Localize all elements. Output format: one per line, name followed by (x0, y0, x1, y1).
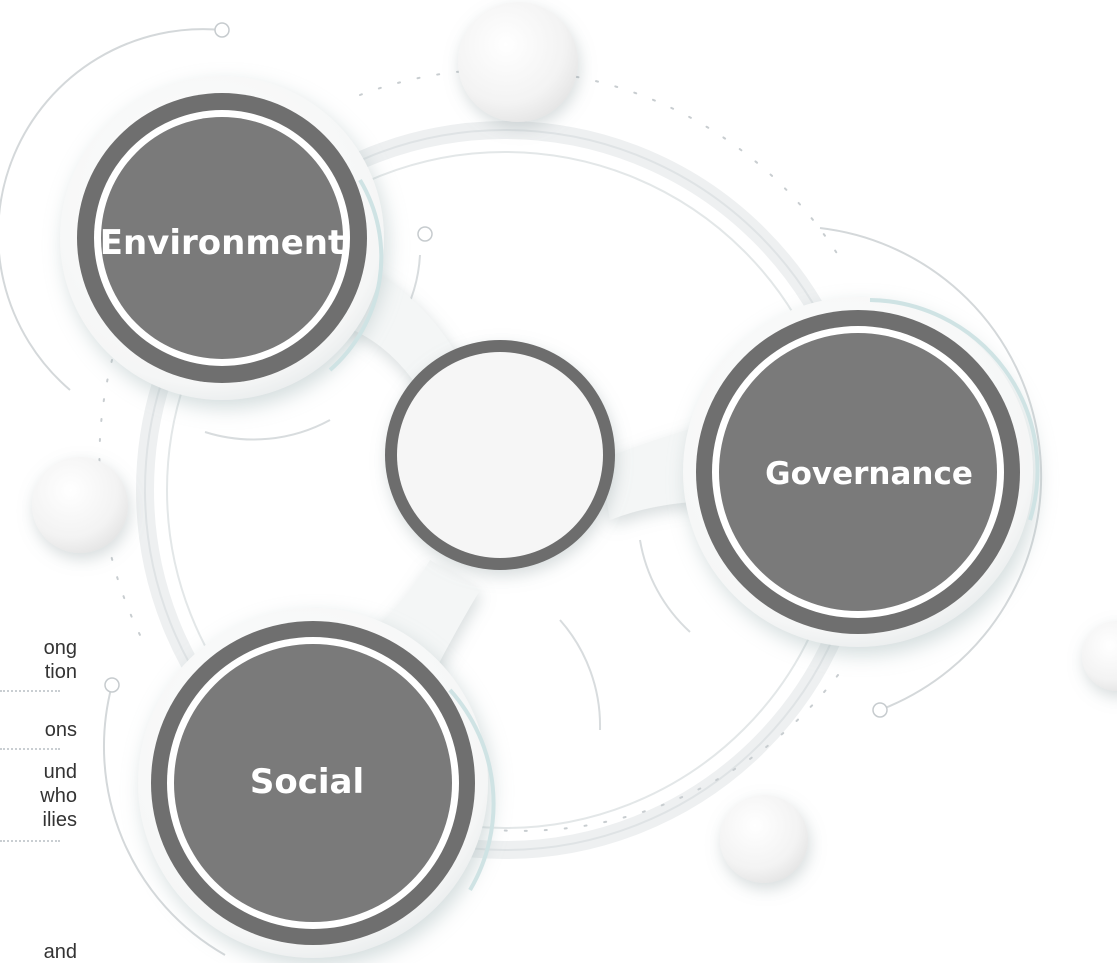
accent-rims (328, 178, 1040, 892)
side-text-block-3: und who ilies (0, 760, 77, 832)
node-social (151, 621, 475, 945)
side-divider (0, 840, 60, 842)
side-text-block-4: and (0, 940, 77, 964)
side-divider (0, 748, 60, 750)
node-governance (696, 310, 1020, 634)
center-hub (385, 340, 615, 570)
side-text-block-1: ong tion (0, 636, 77, 684)
side-text-line: who (40, 785, 77, 807)
side-text-line: ilies (42, 809, 77, 831)
side-text-line: tion (44, 661, 77, 683)
side-text-line: und (43, 761, 77, 783)
side-text-line: ons (44, 719, 77, 741)
endpoint-dots (104, 22, 888, 718)
environment-label: Environment (99, 223, 345, 263)
node-environment (77, 93, 367, 383)
side-text-line: ong (43, 637, 77, 659)
side-divider (0, 690, 60, 692)
decorative-spheres (32, 2, 1117, 883)
governance-label: Governance (765, 456, 973, 492)
side-text-block-2: ons (0, 718, 77, 742)
social-label: Social (249, 762, 365, 802)
side-text-line: and (43, 941, 77, 963)
